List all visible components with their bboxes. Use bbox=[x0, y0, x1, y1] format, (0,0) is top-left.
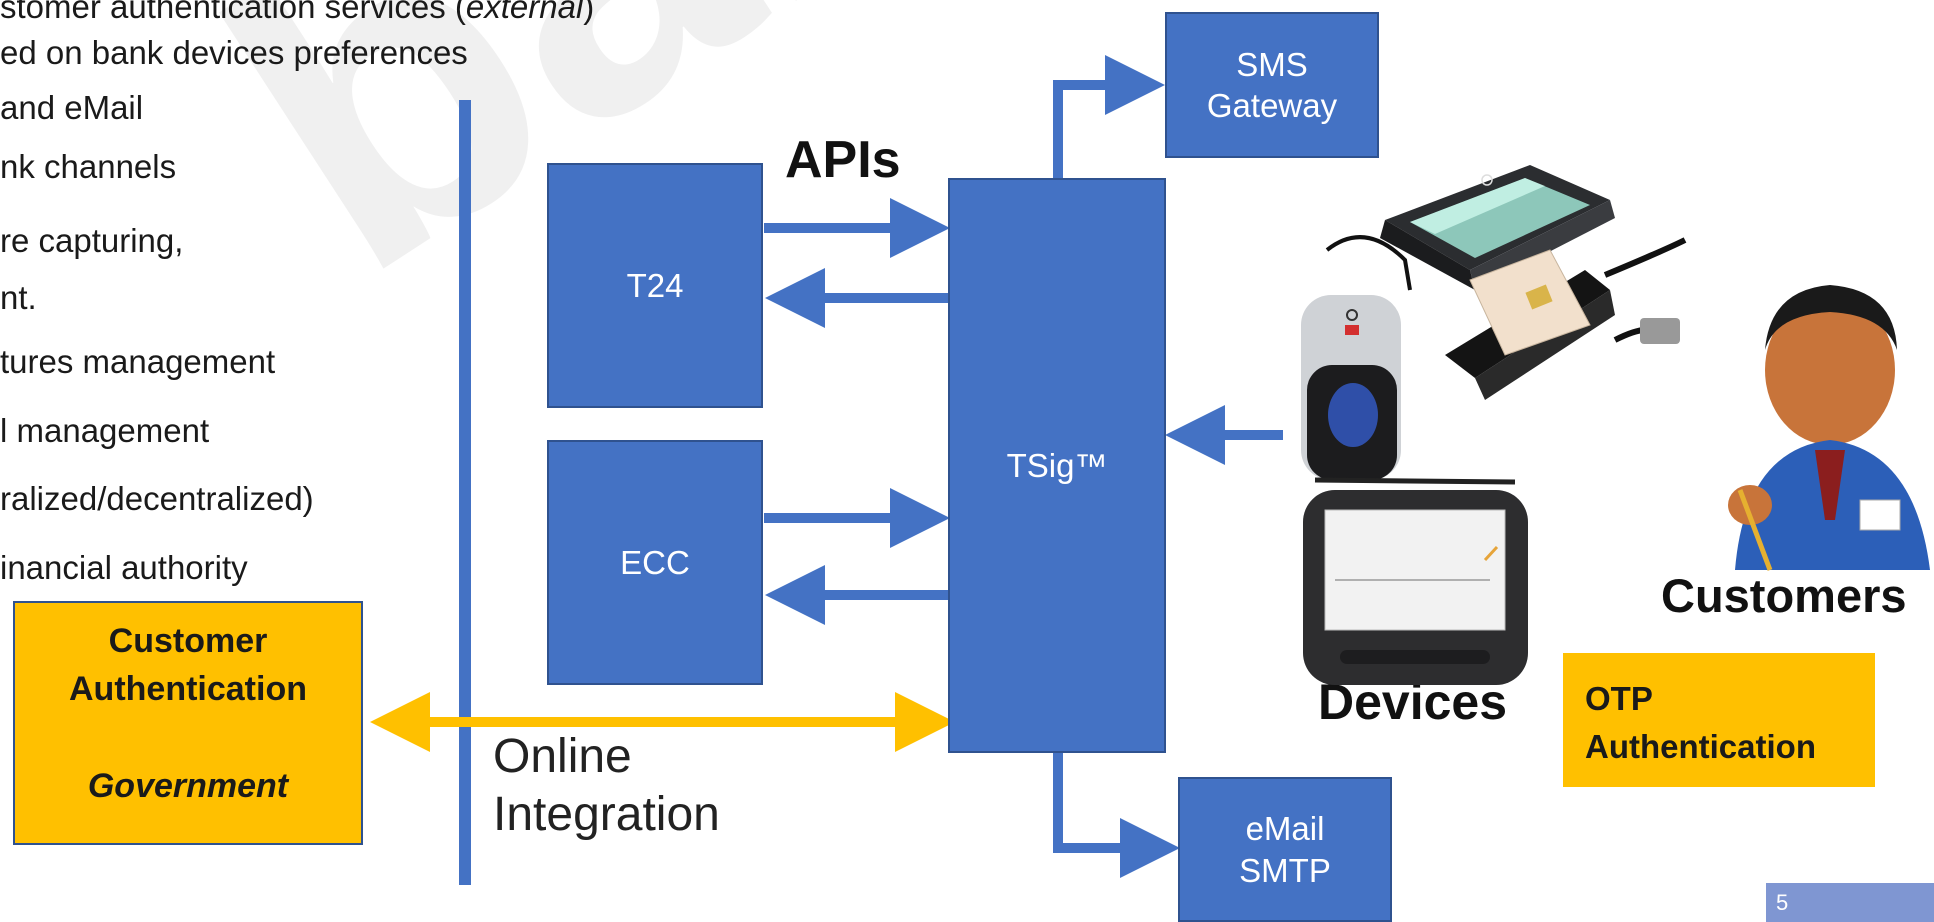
bullet-item: and eMail bbox=[0, 89, 144, 126]
signature-pad-icon bbox=[1303, 477, 1528, 685]
arrow-tsig-to-sms bbox=[1053, 55, 1165, 178]
bullet-item: stomer authentication services (external… bbox=[0, 0, 595, 25]
online-integration-label: Online Integration bbox=[493, 730, 720, 841]
ecc-box: ECC bbox=[547, 440, 763, 685]
device-illustrations bbox=[1301, 165, 1930, 685]
bullet-item: nk channels bbox=[0, 148, 177, 185]
customer-auth-line2: Authentication bbox=[69, 669, 307, 708]
otp-line2: Authentication bbox=[1585, 727, 1816, 765]
bullet-item: ed on bank devices preferences bbox=[0, 34, 468, 71]
tsig-box: TSig™ bbox=[948, 178, 1166, 753]
apis-label: APIs bbox=[785, 131, 901, 189]
customer-authentication-box: Customer Authentication Government bbox=[13, 601, 363, 845]
bullet-item: tures management bbox=[0, 343, 276, 380]
customer-auth-government: Government bbox=[87, 767, 289, 806]
sms-gateway-box: SMS Gateway bbox=[1165, 12, 1379, 158]
bullet-item: ralized/decentralized) bbox=[0, 480, 314, 517]
customer-auth-line1: Customer bbox=[108, 622, 268, 660]
page-number: 5 bbox=[1766, 883, 1934, 922]
card-reader-icon bbox=[1445, 237, 1687, 400]
arrow-tsig-to-email bbox=[1053, 753, 1180, 878]
otp-line1: OTP bbox=[1585, 680, 1653, 717]
customers-label: Customers bbox=[1661, 569, 1907, 622]
fingerprint-reader-icon bbox=[1301, 235, 1412, 480]
bullet-item: nt. bbox=[0, 279, 37, 316]
t24-box: T24 bbox=[547, 163, 763, 408]
email-smtp-box: eMail SMTP bbox=[1178, 777, 1392, 922]
bullet-item: re capturing, bbox=[0, 222, 184, 259]
bullet-item: l management bbox=[0, 412, 210, 449]
otp-authentication-box: OTP Authentication bbox=[1563, 653, 1875, 787]
customer-person-icon bbox=[1728, 285, 1930, 571]
bullet-item: inancial authority bbox=[0, 549, 248, 586]
